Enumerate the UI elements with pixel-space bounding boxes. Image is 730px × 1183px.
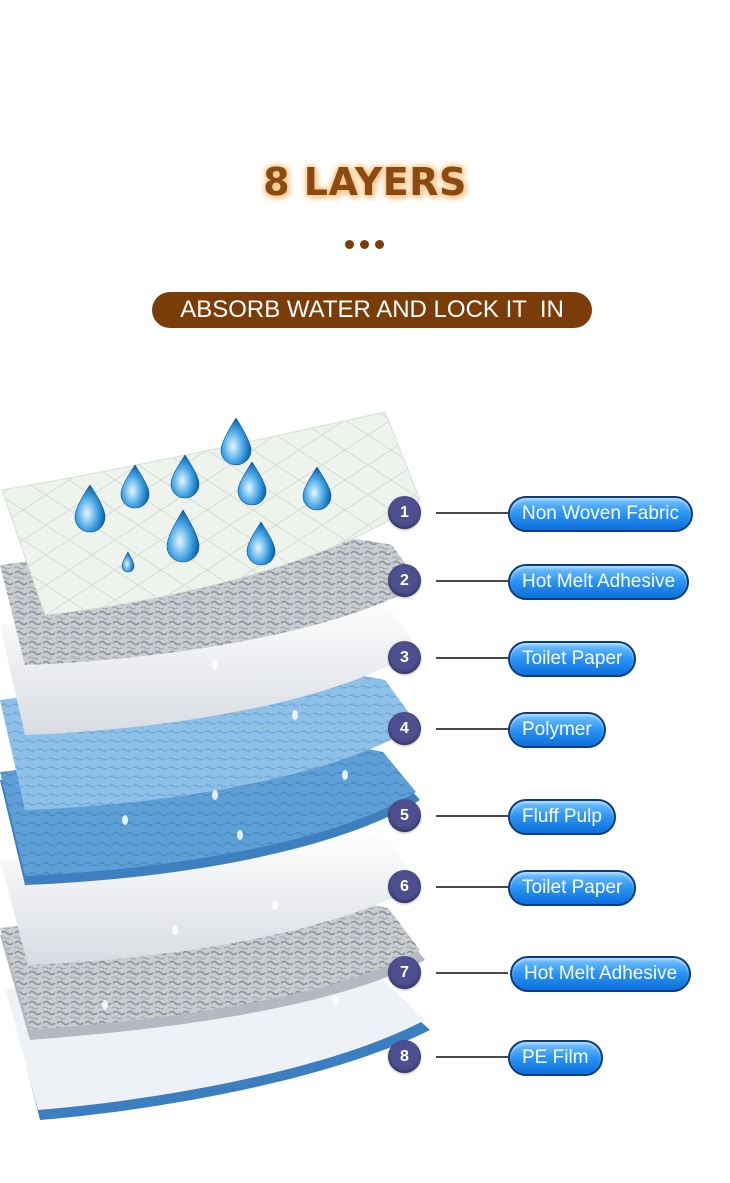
- leader-line: [436, 815, 508, 817]
- layer-number-badge: 5: [388, 799, 421, 832]
- layer-number-badge: 6: [388, 870, 421, 903]
- layer-number-badge: 2: [388, 564, 421, 597]
- layer-label: Polymer: [508, 712, 606, 748]
- layer-number-badge: 3: [388, 641, 421, 674]
- layer-label: Toilet Paper: [508, 641, 637, 677]
- page-title: 8 LAYERS: [263, 160, 467, 204]
- decorative-dots: [345, 240, 387, 252]
- layer-label: Hot Melt Adhesive: [510, 956, 692, 992]
- layer-label: Fluff Pulp: [508, 799, 616, 835]
- layer-label: PE Film: [508, 1040, 603, 1076]
- leader-line: [436, 886, 508, 888]
- leader-line: [436, 512, 508, 514]
- layer-label: Hot Melt Adhesive: [508, 564, 690, 600]
- leader-line: [436, 657, 508, 659]
- leader-line: [436, 728, 508, 730]
- layer-number-badge: 1: [388, 496, 421, 529]
- layer-number-badge: 8: [388, 1040, 421, 1073]
- subtitle-banner: ABSORB WATER AND LOCK IT IN: [152, 292, 592, 328]
- leader-line: [436, 972, 508, 974]
- layer-number-badge: 7: [388, 956, 421, 989]
- leader-line: [436, 580, 508, 582]
- layer-label: Non Woven Fabric: [508, 496, 693, 532]
- leader-line: [436, 1056, 508, 1058]
- layer-label: Toilet Paper: [508, 870, 637, 906]
- layer-stack-illustration: [0, 411, 430, 1120]
- layer-number-badge: 4: [388, 712, 421, 745]
